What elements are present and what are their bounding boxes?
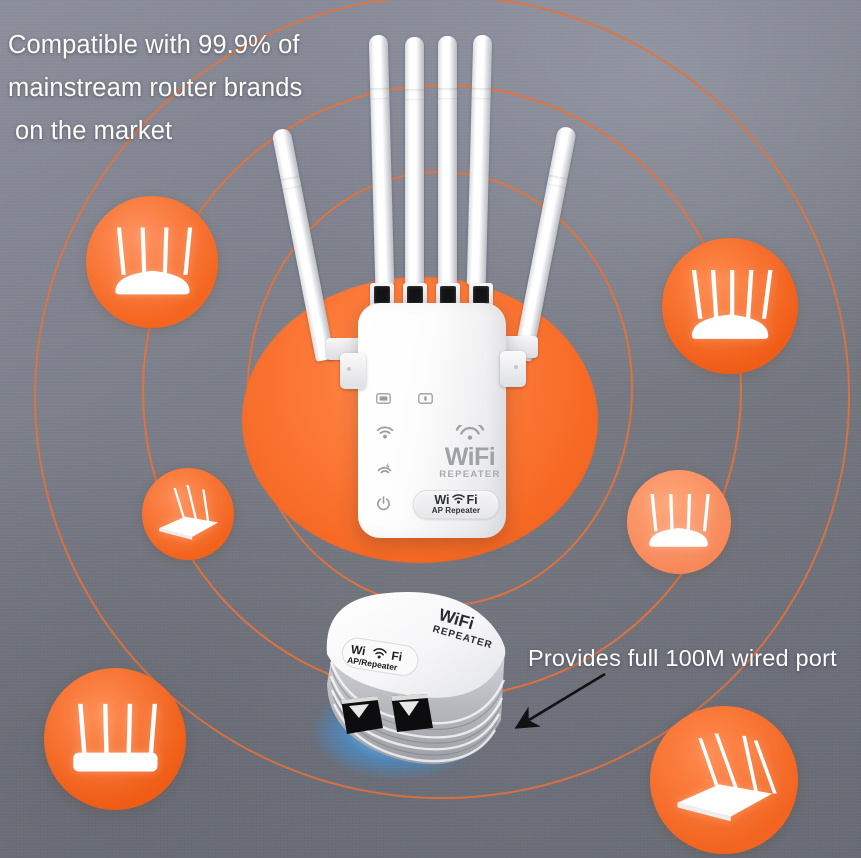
callout-arrow-icon <box>514 672 606 729</box>
antenna-top-4 <box>466 34 493 286</box>
ethernet-port-icon <box>376 391 402 409</box>
router-silhouette-icon <box>60 684 171 795</box>
badge-bottom-right <box>650 706 798 854</box>
device-ap-repeater-badge: Wi Fi AP Repeater <box>413 490 499 519</box>
device-side-pad-left <box>340 353 366 389</box>
badge-top-left <box>86 196 218 328</box>
wps-signal-icon <box>376 461 402 479</box>
orbit-ring-outer <box>34 0 850 799</box>
headline-line-1: Compatible with 99.9% of <box>8 31 300 59</box>
wifi-arc-icon <box>430 420 510 445</box>
inset-ap-repeater-badge: Wi Fi AP/Repeater <box>341 637 419 676</box>
rj45-port-2 <box>391 694 433 732</box>
router-silhouette-icon <box>152 478 224 550</box>
power-icon <box>376 496 402 516</box>
badge-ap-repeater-text: AP Repeater <box>431 506 481 515</box>
rj45-port-1 <box>341 696 383 734</box>
svg-text:Fi: Fi <box>390 649 403 664</box>
antenna-top-1 <box>368 34 395 286</box>
led-indicator-column-right <box>418 391 433 426</box>
badge-wi-text: Wi <box>434 493 450 507</box>
badge-fi-text: Fi <box>466 493 478 507</box>
wifi-icon <box>376 426 402 444</box>
router-silhouette-icon <box>666 722 781 837</box>
device-brand-wifi: WiFi <box>444 443 496 471</box>
router-silhouette-icon <box>101 211 204 314</box>
device-brand-repeater: REPEATER <box>439 469 501 480</box>
headline-line-2: mainstream router brands <box>8 74 303 102</box>
ethernet-port-icon <box>418 391 433 409</box>
antenna-top-2 <box>405 37 424 285</box>
device-side-pad-right <box>500 351 526 387</box>
badge-mid-right <box>627 470 731 574</box>
wifi-small-icon <box>451 494 465 506</box>
headline-text: Compatible with 99.9% of mainstream rout… <box>8 24 368 153</box>
headline-line-3: on the market <box>15 117 173 145</box>
router-silhouette-icon <box>638 481 719 562</box>
ethernet-ports-inset: WiFi REPEATER Wi Fi AP/Repeater <box>305 588 525 788</box>
router-silhouette-icon <box>677 253 783 359</box>
device-brand-print: WiFi REPEATER <box>430 420 510 480</box>
wired-port-callout: Provides full 100M wired port <box>528 645 837 671</box>
badge-mid-left <box>142 468 234 560</box>
wifi-repeater-device: WiFi REPEATER Wi Fi AP Repeater <box>271 25 578 545</box>
badge-bottom-left <box>44 668 186 810</box>
svg-text:Wi: Wi <box>350 642 367 658</box>
led-indicator-column-left <box>376 391 402 533</box>
antenna-top-3 <box>438 36 457 285</box>
badge-top-right <box>662 238 798 374</box>
